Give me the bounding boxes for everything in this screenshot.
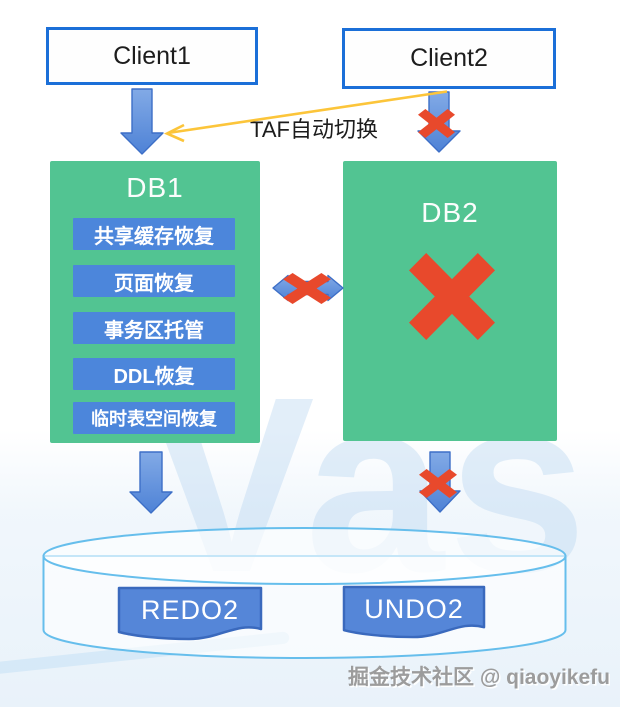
redo2-label: REDO2 bbox=[140, 595, 240, 626]
taf-switchover-label: TAF自动切换 bbox=[250, 117, 378, 142]
taf-arrowhead bbox=[163, 123, 185, 143]
undo2-document: UNDO2 bbox=[342, 585, 486, 640]
client1-label: Client1 bbox=[113, 41, 191, 70]
client1-box: Client1 bbox=[46, 27, 258, 85]
db2-box: DB2 bbox=[343, 161, 557, 441]
db1-title: DB1 bbox=[126, 172, 184, 203]
db1-feature-shared-cache-recovery: 共享缓存恢复 bbox=[73, 218, 235, 250]
db1-feature-ddl-recovery: DDL恢复 bbox=[73, 358, 235, 390]
redo2-document: REDO2 bbox=[117, 586, 263, 642]
client2-to-db2-arrow bbox=[417, 91, 461, 153]
db1-db2-sync-arrow bbox=[272, 274, 344, 302]
client2-box: Client2 bbox=[342, 28, 556, 89]
client2-label: Client2 bbox=[410, 44, 488, 72]
db1-box: DB1 共享缓存恢复 页面恢复 事务区托管 DDL恢复 临时表空间恢复 bbox=[50, 161, 260, 443]
credit-watermark: 掘金技术社区 @ qiaoyikefu bbox=[347, 666, 610, 689]
client1-to-db1-arrow bbox=[120, 88, 164, 155]
db1-feature-transaction-zone-takeover: 事务区托管 bbox=[73, 312, 235, 344]
client2-link-failure-x-icon bbox=[418, 109, 455, 138]
db-sync-failure-x-icon bbox=[283, 273, 331, 304]
undo2-label: UNDO2 bbox=[364, 594, 464, 625]
db1-feature-page-recovery: 页面恢复 bbox=[73, 265, 235, 297]
db2-title: DB2 bbox=[421, 197, 479, 228]
db1-feature-temp-tablespace-recovery: 临时表空间恢复 bbox=[73, 402, 235, 434]
